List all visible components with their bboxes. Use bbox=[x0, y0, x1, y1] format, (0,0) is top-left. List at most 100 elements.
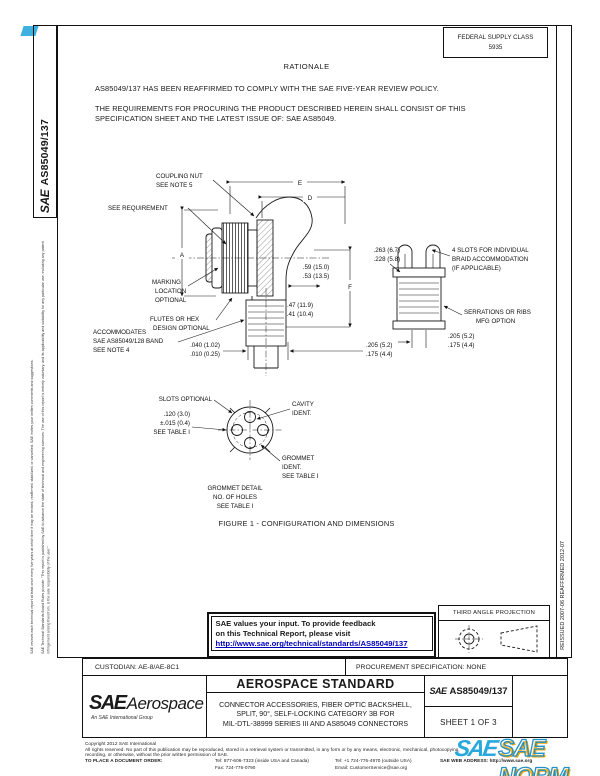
dim-015: ±.015 (0.4) bbox=[160, 420, 190, 427]
label-grommet-detail-3: SEE TABLE I bbox=[217, 503, 254, 510]
watermark-sae-logo: SAE bbox=[453, 735, 499, 761]
label-cavity-2: IDENT. bbox=[292, 410, 312, 417]
projection-title: THIRD ANGLE PROJECTION bbox=[439, 606, 549, 621]
logo-tagline: An SAE International Group bbox=[91, 715, 153, 721]
label-accommodates-3: SEE NOTE 4 bbox=[93, 347, 130, 354]
label-serrations-2: MFG OPTION bbox=[476, 318, 515, 325]
label-grommet-detail-2: NO. OF HOLES bbox=[213, 494, 257, 501]
feedback-line2: on this Technical Report, please visit bbox=[215, 628, 351, 638]
procurement-cell: PROCUREMENT SPECIFICATION: NONE bbox=[356, 663, 487, 671]
side-tab-text: SAE AS85049/137 bbox=[36, 119, 54, 213]
grommet-detail-view bbox=[218, 400, 282, 460]
copyright-line2: All rights reserved. No part of this pub… bbox=[85, 746, 460, 752]
dim-label-d: D bbox=[308, 195, 313, 202]
dim-label-a: A bbox=[180, 252, 185, 259]
logo-aerospace-text: Aerospace bbox=[126, 694, 204, 713]
label-slots-optional: SLOTS OPTIONAL bbox=[159, 396, 213, 403]
doc-sae-logo: SAE bbox=[429, 686, 447, 696]
label-grommet-3: SEE TABLE I bbox=[282, 473, 319, 480]
title-block: CUSTODIAN: AE-8/AE-8C1 PROCUREMENT SPECI… bbox=[82, 658, 568, 738]
dim-205-left: .205 (5.2) bbox=[366, 342, 392, 349]
fsc-line2: 5935 bbox=[488, 43, 503, 51]
sheet-number: SHEET 1 OF 3 bbox=[440, 717, 497, 727]
third-angle-projection-box: THIRD ANGLE PROJECTION bbox=[438, 605, 550, 658]
standard-title-line3: MIL-DTL-38999 SERIES III AND AS85049 CON… bbox=[222, 719, 409, 728]
label-braid-slots-3: (IF APPLICABLE) bbox=[452, 265, 501, 272]
logo-sae-text: SAE bbox=[89, 692, 127, 714]
feedback-box: SAE values your input. To provide feedba… bbox=[207, 612, 436, 658]
empty-cell bbox=[513, 676, 567, 737]
feedback-line1: SAE values your input. To provide feedba… bbox=[215, 618, 376, 628]
dim-label-f: F bbox=[348, 284, 352, 291]
projection-symbol bbox=[455, 625, 538, 653]
label-braid-slots-1: 4 SLOTS FOR INDIVIDUAL bbox=[452, 247, 529, 254]
email-address: Email: CustomerService@sae.org bbox=[335, 764, 408, 770]
dim-47: .47 (11.9) bbox=[287, 302, 313, 309]
doc-number-text: AS85049/137 bbox=[449, 685, 508, 697]
figure-drawing: E D A F COUPLING NUT SEE NOTE 5 SEE REQU… bbox=[93, 173, 531, 510]
leader-lines bbox=[177, 179, 463, 462]
label-coupling-nut-note: SEE NOTE 5 bbox=[156, 182, 193, 189]
watermark-row: SAE SAE NORM bbox=[453, 734, 600, 776]
revision-strip: REISSUED 2007-06 REAFFIRMED 2012-07 bbox=[556, 25, 572, 658]
dimension-letter-backgrounds bbox=[175, 177, 357, 291]
label-braid-slots-2: BRAID ACCOMMODATION bbox=[452, 256, 528, 263]
dimension-lines bbox=[180, 180, 427, 360]
side-view bbox=[172, 196, 330, 376]
dim-175-right: .175 (4.4) bbox=[448, 342, 474, 349]
dim-205-right: .205 (5.2) bbox=[448, 333, 474, 340]
label-grommet-2: IDENT. bbox=[282, 464, 302, 471]
watermark-norm-text: SAE NORM bbox=[498, 734, 570, 776]
document-number-row: SAE AS85049/137 bbox=[425, 676, 512, 707]
fsc-line1: FEDERAL SUPPLY CLASS bbox=[457, 34, 534, 42]
dim-59: .59 (15.0) bbox=[303, 264, 329, 271]
label-cavity-1: CAVITY bbox=[292, 401, 314, 408]
feedback-box-inner: SAE values your input. To provide feedba… bbox=[210, 615, 433, 651]
title-block-row: SAE Aerospace An SAE International Group… bbox=[83, 676, 567, 737]
dim-41: .41 (10.4) bbox=[287, 311, 313, 318]
label-accommodates-1: ACCOMMODATES bbox=[93, 329, 146, 336]
label-grommet-detail-1: GROMMET DETAIL bbox=[207, 485, 263, 492]
dim-53: .53 (13.5) bbox=[303, 273, 329, 280]
margin-note-tsb-rules: SAE Technical Standards Board Rules prov… bbox=[41, 241, 51, 654]
label-flutes-1: FLUTES OR HEX bbox=[150, 316, 199, 323]
sae-logo-text: SAE bbox=[38, 189, 52, 213]
custodian-row: CUSTODIAN: AE-8/AE-8C1 PROCUREMENT SPECI… bbox=[83, 659, 567, 676]
order-label: TO PLACE A DOCUMENT ORDER: bbox=[85, 758, 163, 763]
label-grommet-1: GROMMET bbox=[282, 455, 315, 462]
label-flutes-2: DESIGN OPTIONAL bbox=[153, 325, 210, 332]
standard-title: CONNECTOR ACCESSORIES, FIBER OPTIC BACKS… bbox=[207, 693, 424, 737]
figure-labels: E D A F COUPLING NUT SEE NOTE 5 SEE REQU… bbox=[93, 173, 531, 510]
rationale-paragraph-2: THE REQUIREMENTS FOR PROCURING THE PRODU… bbox=[95, 104, 466, 124]
sae-aerospace-logo: SAE Aerospace An SAE International Group bbox=[83, 676, 207, 737]
fax-number: Fax: 724-776-0790 bbox=[215, 764, 256, 770]
document-number-cell: SAE AS85049/137 SHEET 1 OF 3 bbox=[425, 676, 513, 737]
rationale-paragraph-1: AS85049/137 HAS BEEN REAFFIRMED TO COMPL… bbox=[95, 84, 439, 93]
band-slot-detail bbox=[392, 244, 446, 330]
web-address: SAE WEB ADDRESS: http://www.sae.org bbox=[440, 758, 533, 763]
standard-title-line2: SPLIT, 90°, SELF-LOCKING CATEGORY 3B FOR bbox=[236, 710, 395, 719]
standard-title-line1: CONNECTOR ACCESSORIES, FIBER OPTIC BACKS… bbox=[219, 701, 412, 710]
side-tab-document-number: SAE AS85049/137 bbox=[33, 25, 57, 218]
label-marking-2: LOCATION bbox=[155, 288, 186, 295]
document-number: AS85049/137 bbox=[39, 118, 51, 186]
label-marking-1: MARKING bbox=[152, 279, 181, 286]
standard-title-cell: AEROSPACE STANDARD CONNECTOR ACCESSORIES… bbox=[207, 676, 425, 737]
label-accommodates-2: SAE AS85049/128 BAND bbox=[93, 338, 164, 345]
margin-note-reviews: SAE reviews each technical report at lea… bbox=[30, 359, 34, 654]
label-see-table: SEE TABLE I bbox=[153, 429, 190, 436]
federal-supply-class-box: FEDERAL SUPPLY CLASS 5935 bbox=[443, 27, 548, 58]
dim-label-e: E bbox=[298, 180, 302, 187]
logo-line: SAE Aerospace bbox=[89, 692, 206, 715]
revision-strip-text: REISSUED 2007-06 REAFFIRMED 2012-07 bbox=[560, 541, 566, 650]
label-coupling-nut: COUPLING NUT bbox=[156, 173, 203, 180]
feedback-link[interactable]: http://www.sae.org/technical/standards/A… bbox=[215, 639, 408, 649]
dim-010: .010 (0.25) bbox=[190, 351, 220, 358]
label-serrations-1: SERRATIONS OR RIBS bbox=[464, 309, 531, 316]
label-see-requirement: SEE REQUIREMENT bbox=[108, 205, 168, 212]
custodian-cell: CUSTODIAN: AE-8/AE-8C1 bbox=[83, 659, 346, 675]
copyright-line1: Copyright 2012 SAE International bbox=[85, 741, 157, 746]
dim-040: .040 (1.02) bbox=[190, 342, 220, 349]
dim-120: .120 (3.0) bbox=[164, 411, 190, 418]
